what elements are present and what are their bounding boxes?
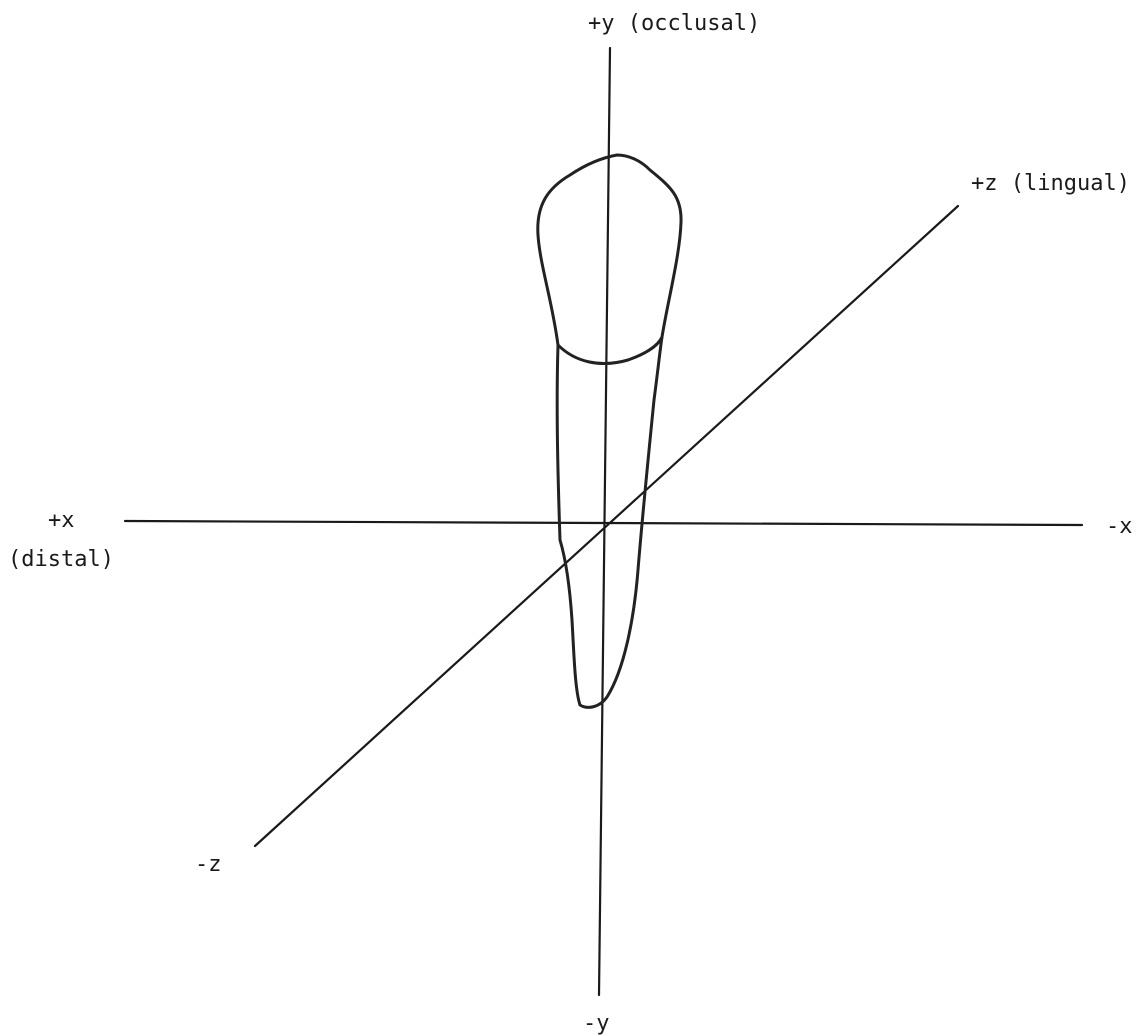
z-axis [253,204,960,848]
label-neg-y: -y [583,1011,610,1036]
label-pos-x-direction: (distal) [8,547,114,572]
label-neg-z: -z [195,852,222,877]
label-neg-x: -x [1106,514,1133,539]
tooth-crown-outline [536,153,683,365]
x-axis [123,519,1084,527]
label-pos-x: +x [48,508,75,533]
tooth-root-outline [555,335,664,709]
y-axis [597,46,612,997]
label-pos-y: +y (occlusal) [588,11,760,36]
label-pos-z: +z (lingual) [971,171,1130,196]
